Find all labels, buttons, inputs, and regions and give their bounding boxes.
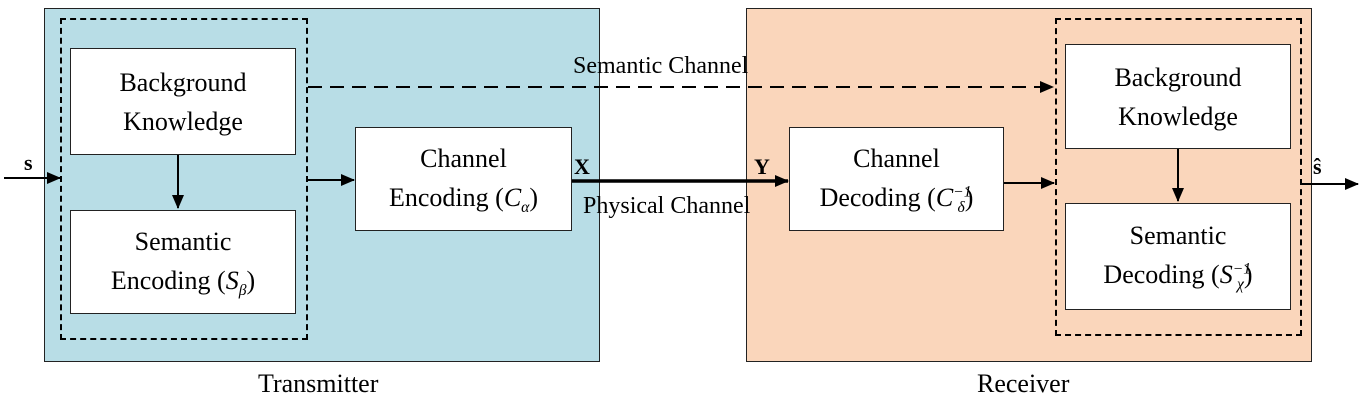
semantic-decoding-symbol: S (1219, 260, 1233, 290)
channel-decoding-superscript: −1 (953, 183, 972, 201)
channel-decoding-line2: Decoding (819, 182, 921, 212)
semantic-decoding-line2: Decoding (1103, 260, 1205, 290)
channel-decoding-symbol: C (935, 182, 954, 212)
semantic-decoding-line1: Semantic (1129, 221, 1227, 251)
rx-background-knowledge-box: Background Knowledge (1065, 44, 1291, 149)
channel-decoding-subscript: δ (957, 198, 965, 216)
transmitter-semantic-group (60, 18, 308, 340)
output-signal-label: ŝ (1313, 154, 1322, 179)
receiver-label: Receiver (977, 369, 1070, 398)
semantic-encoding-line1: Semantic (134, 226, 232, 256)
physical-channel-label: Physical Channel (583, 193, 751, 219)
channel-decoding-box: Channel Decoding (C−1δ) (789, 127, 1004, 231)
tx-output-signal-label: X (574, 154, 590, 179)
channel-encoding-box: Channel Encoding (Cα) (355, 127, 572, 231)
semantic-decoding-box: Semantic Decoding (S−1χ) (1065, 203, 1291, 310)
semantic-channel-label: Semantic Channel (573, 53, 749, 79)
channel-encoding-line2: Encoding (388, 182, 489, 212)
transmitter-label: Transmitter (258, 369, 379, 398)
channel-decoding-line1: Channel (853, 143, 940, 173)
channel-encoding-line1: Channel (420, 143, 507, 173)
rx-bk-line1: Background (1114, 62, 1242, 92)
semantic-decoding-superscript: −1 (1232, 260, 1252, 278)
tx-bk-line2: Knowledge (123, 106, 243, 136)
semantic-encoding-line2: Encoding (110, 265, 211, 295)
semantic-encoding-box: Semantic Encoding (Sβ) (70, 210, 296, 314)
input-signal-label: s (24, 150, 33, 175)
semantic-encoding-subscript: β (238, 281, 247, 299)
receiver-semantic-group (1055, 18, 1302, 336)
semantic-decoding-subscript: χ (1237, 276, 1244, 294)
tx-bk-line1: Background (119, 67, 247, 97)
rx-bk-line2: Knowledge (1118, 101, 1238, 131)
rx-input-signal-label: Y (754, 154, 770, 179)
channel-encoding-symbol: C (503, 182, 522, 212)
tx-background-knowledge-box: Background Knowledge (70, 48, 296, 155)
channel-encoding-subscript: α (521, 198, 530, 216)
semantic-encoding-symbol: S (225, 265, 239, 295)
